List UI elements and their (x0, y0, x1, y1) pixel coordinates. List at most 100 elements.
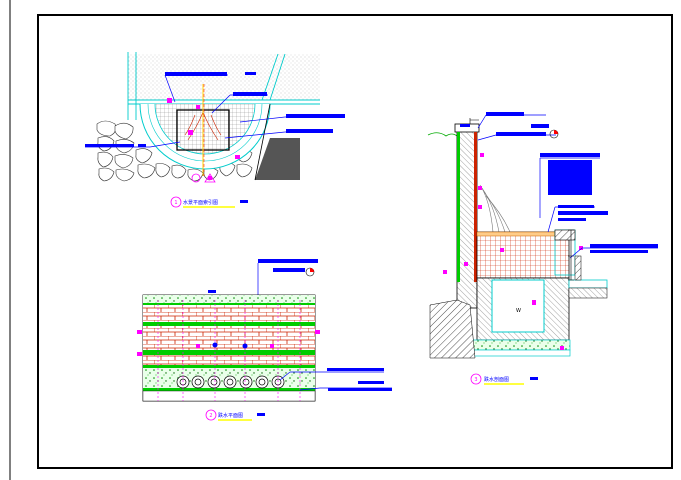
semicircular-pool-inner (154, 103, 256, 155)
marker-magenta (480, 153, 484, 157)
callout-tag (138, 144, 146, 147)
caption-2-circle (205, 409, 217, 421)
right-dimension-line (568, 229, 574, 281)
gray-wall-block (255, 138, 300, 180)
callout-bar (531, 124, 549, 128)
ground-line (427, 132, 458, 137)
paving-right (568, 279, 608, 289)
marker-blue-dot (242, 343, 248, 349)
base-layer-gravel (469, 339, 571, 351)
marker-magenta (196, 105, 200, 109)
callout-bar (233, 92, 267, 96)
marker-magenta (500, 248, 504, 252)
callout-block (548, 160, 592, 195)
callout-bar (540, 153, 600, 157)
basin-fill (476, 231, 570, 279)
paving-right-base (568, 287, 608, 299)
marker-magenta (464, 262, 468, 266)
paving-right-sub (574, 255, 582, 281)
caption-1-number: 1 (174, 200, 177, 206)
marker-magenta (137, 352, 142, 356)
brick-course (143, 305, 315, 335)
detail-symbol-fill (310, 268, 314, 272)
callout-bar (358, 381, 384, 384)
callout-bar (165, 72, 227, 76)
green-band (143, 350, 315, 355)
fall-plan-view: 2 跌水平面图 (137, 259, 392, 421)
callout-bar (258, 259, 318, 263)
base-layer-slab (469, 349, 571, 357)
planting-strip-top (143, 295, 315, 305)
marker-magenta (270, 344, 274, 348)
plan-index-view: 1 水景平面索引图 (85, 52, 345, 208)
marker-magenta (560, 346, 564, 350)
marker-magenta (235, 155, 240, 159)
section-marker-tag (208, 176, 212, 180)
wall-edge (254, 103, 271, 181)
drawing-border (37, 14, 673, 469)
marker-magenta (188, 130, 193, 135)
caption-1-scale-tag (240, 200, 248, 203)
water-edge-lines (127, 52, 320, 120)
green-band (143, 365, 315, 368)
callout-bar (327, 368, 384, 371)
fall-section-view: W (427, 112, 658, 385)
caption-3-number: 3 (474, 377, 477, 383)
callout-bar (328, 388, 392, 391)
plan-leader (279, 371, 392, 391)
caption-3-title: 跌水剖面图 (484, 376, 509, 383)
marker-magenta (532, 300, 536, 305)
green-band (143, 322, 315, 326)
detail-symbol-fill (554, 130, 558, 134)
wall-finish-red (474, 132, 477, 282)
planting-strip-edge (143, 303, 315, 305)
plan-dimension-guides (157, 300, 301, 401)
marker-magenta (478, 205, 482, 209)
marker-magenta (196, 344, 200, 348)
section-marker-circle (191, 173, 201, 183)
bottom-edge-strip (142, 390, 316, 402)
callout-tag (245, 72, 256, 75)
brick-course (143, 335, 315, 351)
caption-2-number: 2 (209, 413, 212, 419)
callout-tag (460, 124, 470, 127)
callout-bar (273, 268, 305, 272)
chamber-mark: W (516, 308, 521, 314)
caption-1-title: 水景平面索引图 (183, 199, 218, 206)
dotted-paving (128, 54, 320, 100)
marker-magenta (443, 270, 447, 274)
callout-bar (286, 129, 333, 133)
pool-rings (147, 103, 263, 162)
rubble-fill (429, 299, 476, 359)
brick-course (143, 355, 315, 365)
marker-magenta (167, 98, 172, 103)
marker-magenta (478, 186, 482, 190)
callout-bar (496, 132, 546, 136)
callout-bar (558, 211, 608, 215)
green-band (143, 388, 315, 391)
callout-bar (590, 250, 648, 253)
top-dimension-line (469, 118, 479, 124)
caption-3-circle (470, 373, 482, 385)
callout-tag (208, 290, 216, 293)
water-cascade (479, 184, 511, 233)
marker-magenta (315, 330, 320, 334)
coping-hatched (554, 229, 576, 241)
callout-bar (85, 144, 134, 147)
caption-2-title: 跌水平面图 (218, 412, 243, 419)
caption-1-circle (170, 196, 182, 208)
caption-3-scale-tag (530, 377, 538, 380)
wall-finish-green (457, 132, 460, 282)
marker-magenta (137, 330, 142, 334)
callout-bar (486, 112, 524, 116)
caption-2-scale-tag (257, 413, 265, 416)
callout-bar (558, 218, 586, 221)
callout-bar (286, 114, 345, 118)
marker-magenta (579, 246, 583, 250)
marker-blue-dot (212, 342, 218, 348)
section-marker-arrow (204, 173, 216, 183)
lower-chamber-inner (491, 279, 545, 333)
callout-bar (590, 244, 658, 248)
callout-bar (558, 205, 594, 208)
